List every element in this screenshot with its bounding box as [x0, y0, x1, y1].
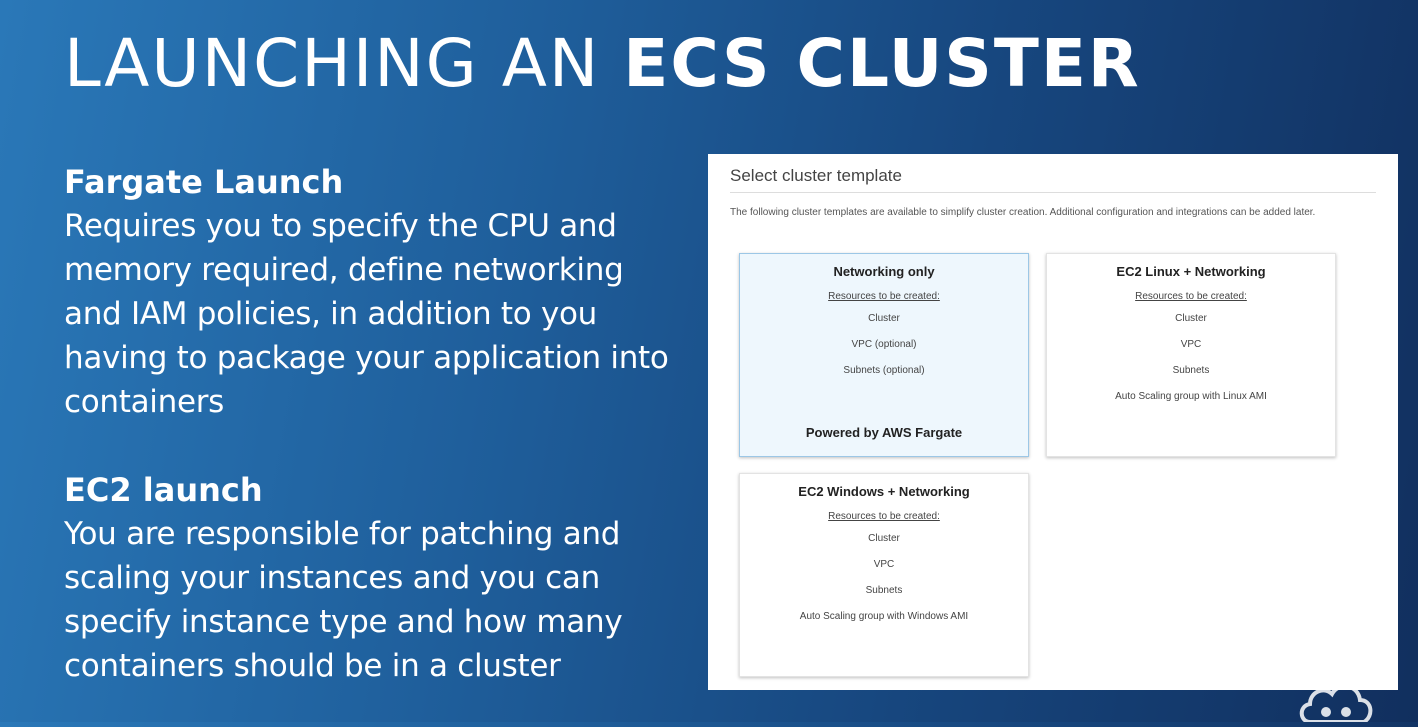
resource-list: Cluster VPC Subnets Auto Scaling group w…: [1047, 306, 1335, 410]
resource-item: Cluster: [868, 533, 900, 544]
fargate-section: Fargate Launch Requires you to specify t…: [64, 160, 674, 424]
fargate-body: Requires you to specify the CPU and memo…: [64, 208, 669, 420]
fargate-heading: Fargate Launch: [64, 163, 344, 201]
slide-title: LAUNCHING AN ECS CLUSTER: [64, 24, 1141, 103]
resource-list: Cluster VPC (optional) Subnets (optional…: [740, 306, 1028, 384]
resources-label: Resources to be created:: [1135, 291, 1247, 302]
resource-item: VPC: [1180, 339, 1202, 350]
ec2-heading: EC2 launch: [64, 471, 263, 509]
slide-title-light: LAUNCHING AN: [64, 25, 624, 102]
ec2-section: EC2 launch You are responsible for patch…: [64, 468, 674, 688]
card-title: EC2 Linux + Networking: [1116, 264, 1266, 279]
panel-title: Select cluster template: [730, 166, 1376, 193]
template-card-networking-only[interactable]: Networking only Resources to be created:…: [739, 253, 1029, 457]
cluster-template-panel: Select cluster template The following cl…: [708, 154, 1398, 690]
resource-item: Subnets: [865, 585, 903, 596]
template-card-ec2-windows[interactable]: EC2 Windows + Networking Resources to be…: [739, 473, 1029, 677]
card-title: EC2 Windows + Networking: [798, 484, 970, 499]
resources-label: Resources to be created:: [828, 511, 940, 522]
resource-item: Cluster: [1175, 313, 1207, 324]
template-card-ec2-linux[interactable]: EC2 Linux + Networking Resources to be c…: [1046, 253, 1336, 457]
resource-item: Auto Scaling group with Linux AMI: [1115, 391, 1267, 402]
panel-description: The following cluster templates are avai…: [730, 207, 1316, 218]
card-title: Networking only: [833, 264, 935, 279]
resource-item: Auto Scaling group with Windows AMI: [799, 611, 969, 622]
cloud-logo-icon: [1296, 676, 1376, 724]
resource-item: VPC (optional): [851, 339, 917, 350]
powered-by-fargate: Powered by AWS Fargate: [805, 425, 963, 440]
resource-item: Cluster: [868, 313, 900, 324]
slide-title-bold: ECS CLUSTER: [623, 25, 1141, 102]
resource-list: Cluster VPC Subnets Auto Scaling group w…: [740, 526, 1028, 630]
ec2-body: You are responsible for patching and sca…: [64, 516, 623, 684]
resource-item: Subnets (optional): [843, 365, 925, 376]
resources-label: Resources to be created:: [828, 291, 940, 302]
resource-item: Subnets: [1172, 365, 1210, 376]
resource-item: VPC: [873, 559, 895, 570]
